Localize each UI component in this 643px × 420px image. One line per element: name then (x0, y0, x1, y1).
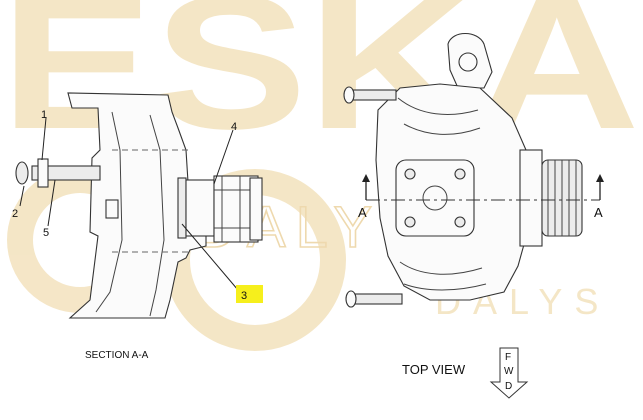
lower-bolt (351, 293, 403, 305)
mounting-flange (395, 159, 475, 237)
knuckle-inner-contour-2 (149, 114, 165, 317)
arrow-up-icon (362, 174, 370, 182)
upper-bolt (349, 89, 397, 101)
fwd-letter-w: W (504, 366, 514, 377)
fwd-letter-d: D (505, 381, 512, 392)
section-marker-left: A (358, 205, 367, 220)
bolt-hole-tr (454, 168, 466, 180)
callout-5: 5 (43, 227, 49, 239)
section-view-drawing (15, 92, 263, 319)
hub-sleeve-detail (214, 176, 258, 242)
callout-2: 2 (12, 208, 18, 220)
hidden-bore-line (112, 149, 190, 253)
pin-collar (37, 158, 49, 188)
callout-4: 4 (231, 121, 237, 133)
callout-3: 3 (241, 290, 247, 302)
lower-bolt-head (345, 290, 357, 308)
hub-flange (249, 177, 263, 241)
upper-bolt-head (343, 86, 355, 104)
upper-lug-hole (458, 52, 478, 72)
knuckle-inner-contour (95, 111, 123, 313)
top-view-drawing (343, 32, 604, 308)
watermark-brand-large: ESKA (0, 0, 640, 169)
upper-arm-contour (397, 97, 481, 135)
fwd-arrow-icon: F W D (489, 347, 529, 399)
callout-1: 1 (41, 109, 47, 121)
pin-shaft (31, 165, 101, 181)
spindle-shoulder (519, 149, 543, 247)
bolt-hole-tl (404, 168, 416, 180)
cap-small (105, 199, 119, 219)
grease-fitting (15, 161, 29, 185)
lower-arm-contour (399, 261, 487, 291)
section-view-caption: SECTION A-A (85, 350, 149, 361)
seal-ring (177, 177, 187, 239)
knuckle-casting (67, 92, 207, 319)
fwd-letter-f: F (505, 352, 511, 363)
center-bore (422, 185, 448, 211)
arrow-up-icon (596, 174, 604, 182)
spline-teeth (547, 160, 577, 236)
section-marker-right: A (594, 205, 603, 220)
bolt-hole-br (454, 216, 466, 228)
callout-3-highlight (236, 285, 263, 303)
bearing-cup (185, 179, 215, 237)
top-view-caption: TOP VIEW (402, 362, 466, 377)
bolt-hole-bl (404, 216, 416, 228)
callout-leaders (19, 117, 239, 291)
